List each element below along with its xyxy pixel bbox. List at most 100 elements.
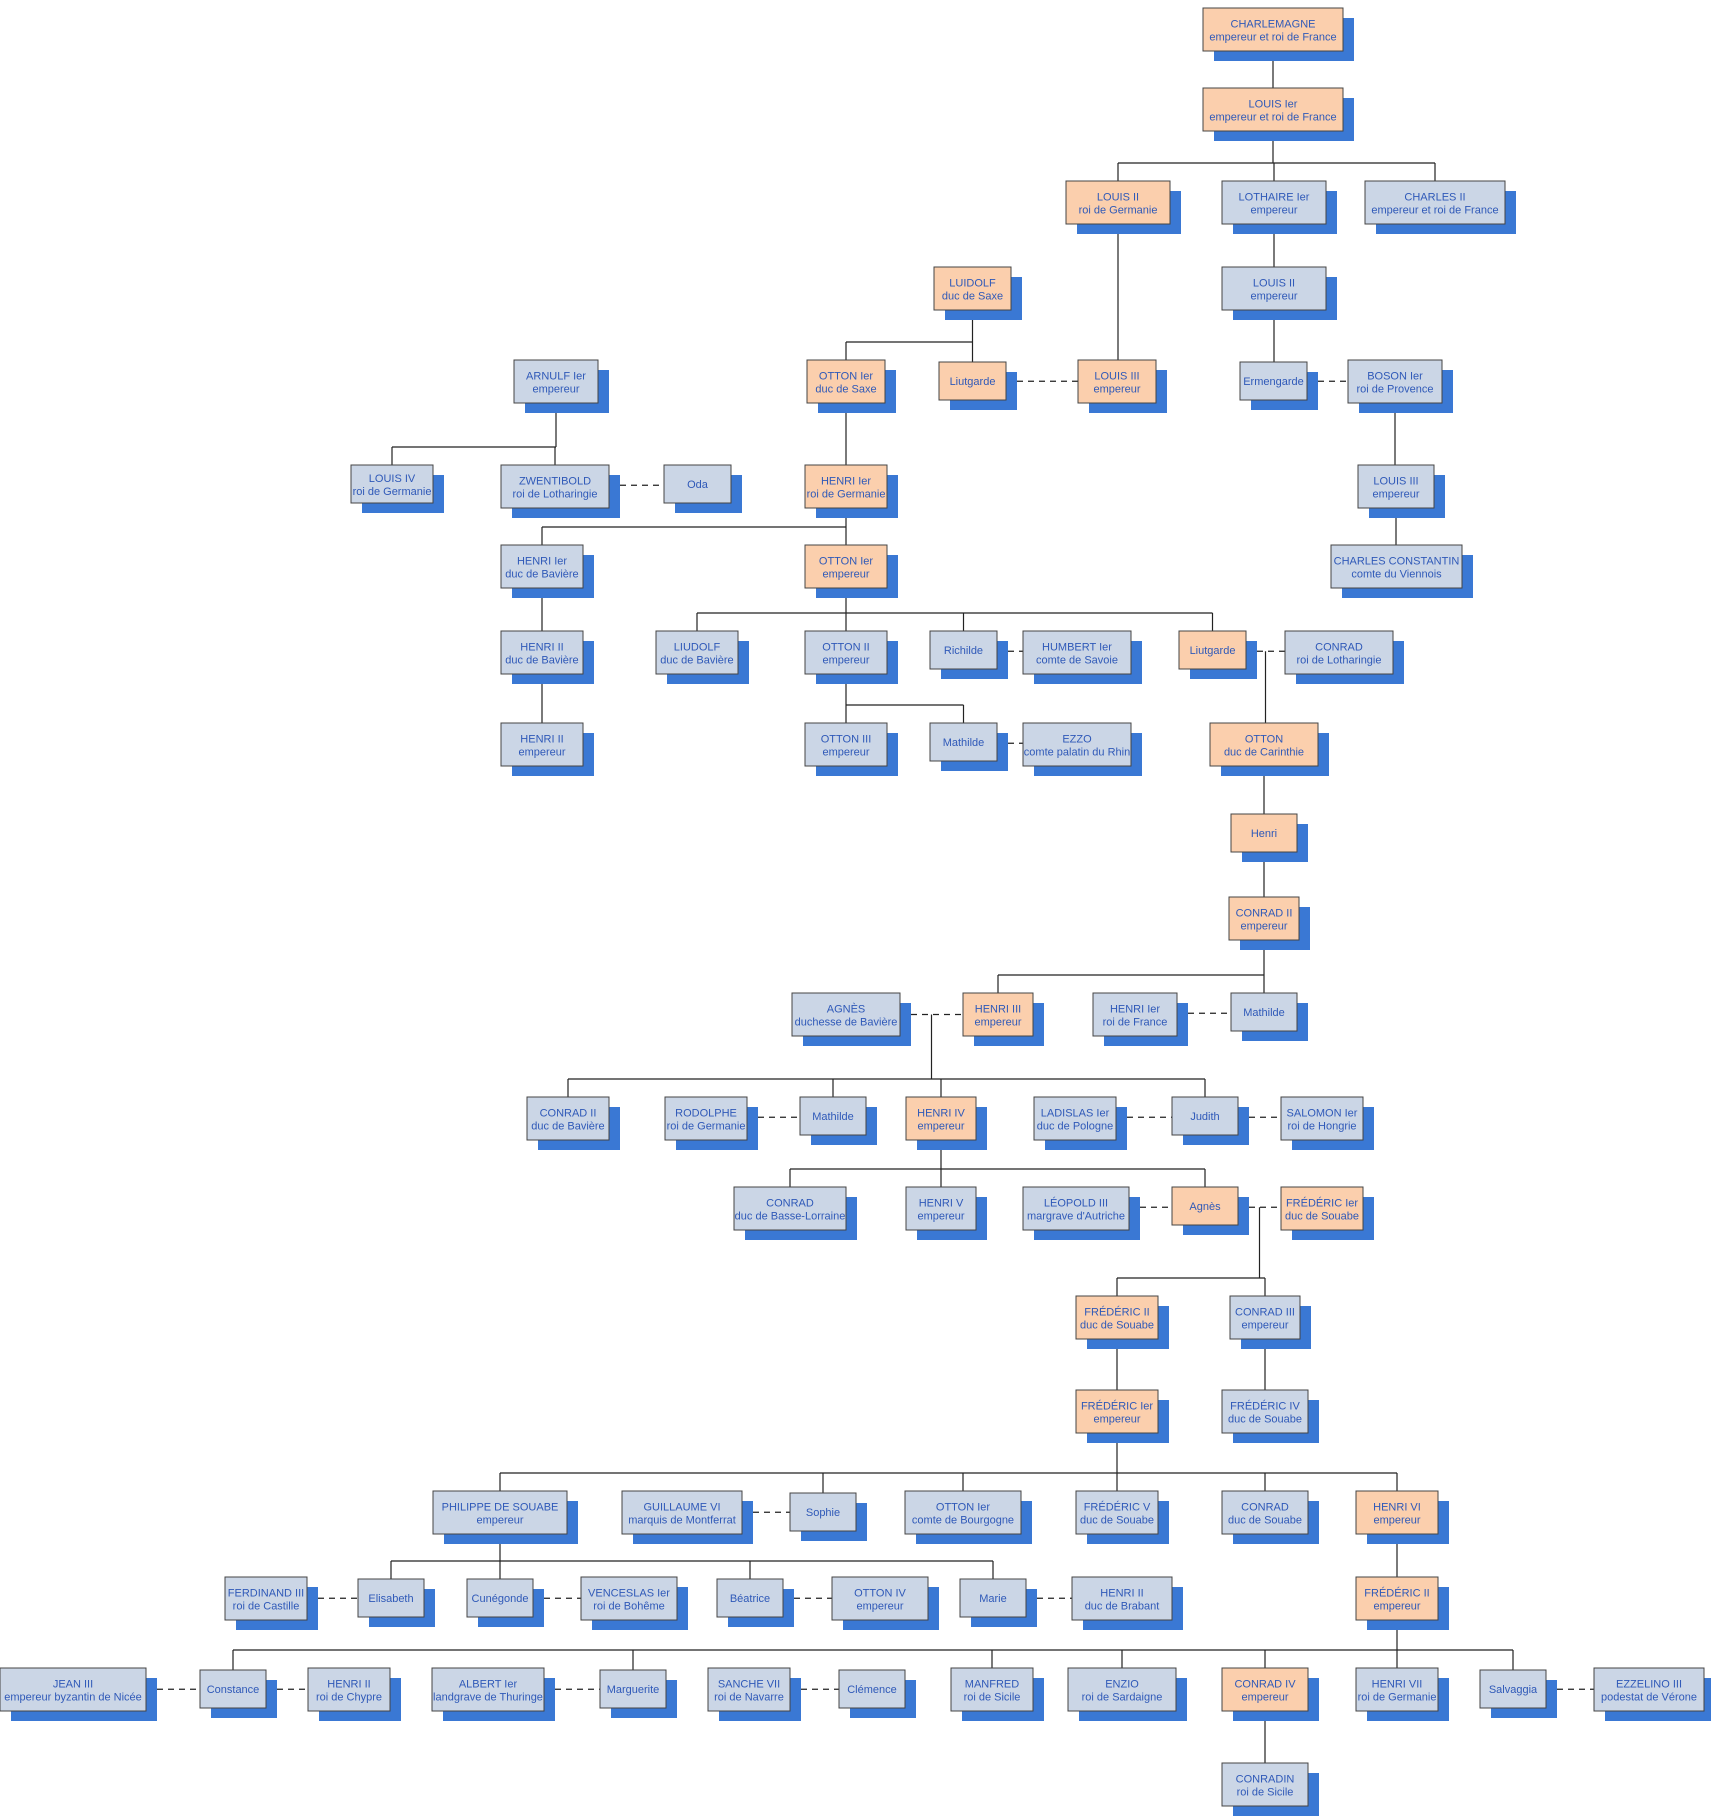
person-name: HENRI II (327, 1679, 370, 1691)
person-node-mathilde1[interactable]: Mathilde (929, 722, 1008, 771)
person-name: Oda (687, 479, 709, 491)
person-title: roi de Germanie (667, 1121, 746, 1133)
person-name: HENRI Ier (821, 476, 871, 488)
person-node-henri[interactable]: Henri (1230, 813, 1308, 862)
person-node-ermengarde[interactable]: Ermengarde (1239, 361, 1318, 410)
person-node-liutgarde2[interactable]: Liutgarde (1178, 630, 1257, 679)
person-title: empereur (1241, 1692, 1288, 1704)
node-box (580, 1576, 678, 1621)
person-node-salvaggia[interactable]: Salvaggia (1479, 1669, 1557, 1718)
person-name: Béatrice (730, 1593, 770, 1605)
person-node-marguerite[interactable]: Marguerite (599, 1669, 677, 1718)
node-box (1221, 180, 1327, 225)
person-node-mathilde2[interactable]: Mathilde (1230, 992, 1308, 1041)
person-node-oda[interactable]: Oda (663, 464, 742, 513)
person-node-cunegonde[interactable]: Cunégonde (466, 1578, 544, 1627)
person-node-richilde[interactable]: Richilde (929, 630, 1008, 679)
person-title: empereur (974, 1017, 1021, 1029)
node-box (500, 630, 584, 675)
person-node-judith[interactable]: Judith (1171, 1096, 1249, 1145)
person-node-constance[interactable]: Constance (199, 1669, 277, 1718)
person-node-liutgarde1[interactable]: Liutgarde (938, 361, 1017, 410)
person-node-beatrice[interactable]: Béatrice (716, 1578, 794, 1627)
person-name: FRÉDÉRIC IV (1230, 1400, 1300, 1413)
node-box (500, 544, 584, 589)
person-name: Mathilde (812, 1111, 854, 1123)
person-title: roi de Castille (233, 1601, 300, 1613)
person-node-clemence[interactable]: Clémence (838, 1669, 916, 1718)
person-node-agnes2[interactable]: Agnès (1171, 1186, 1249, 1235)
person-node-sophie[interactable]: Sophie (789, 1492, 867, 1541)
person-node-mathilde3[interactable]: Mathilde (799, 1096, 877, 1145)
node-box (663, 464, 732, 504)
person-node-elisabeth[interactable]: Elisabeth (357, 1578, 435, 1627)
person-node-marie[interactable]: Marie (959, 1578, 1037, 1627)
